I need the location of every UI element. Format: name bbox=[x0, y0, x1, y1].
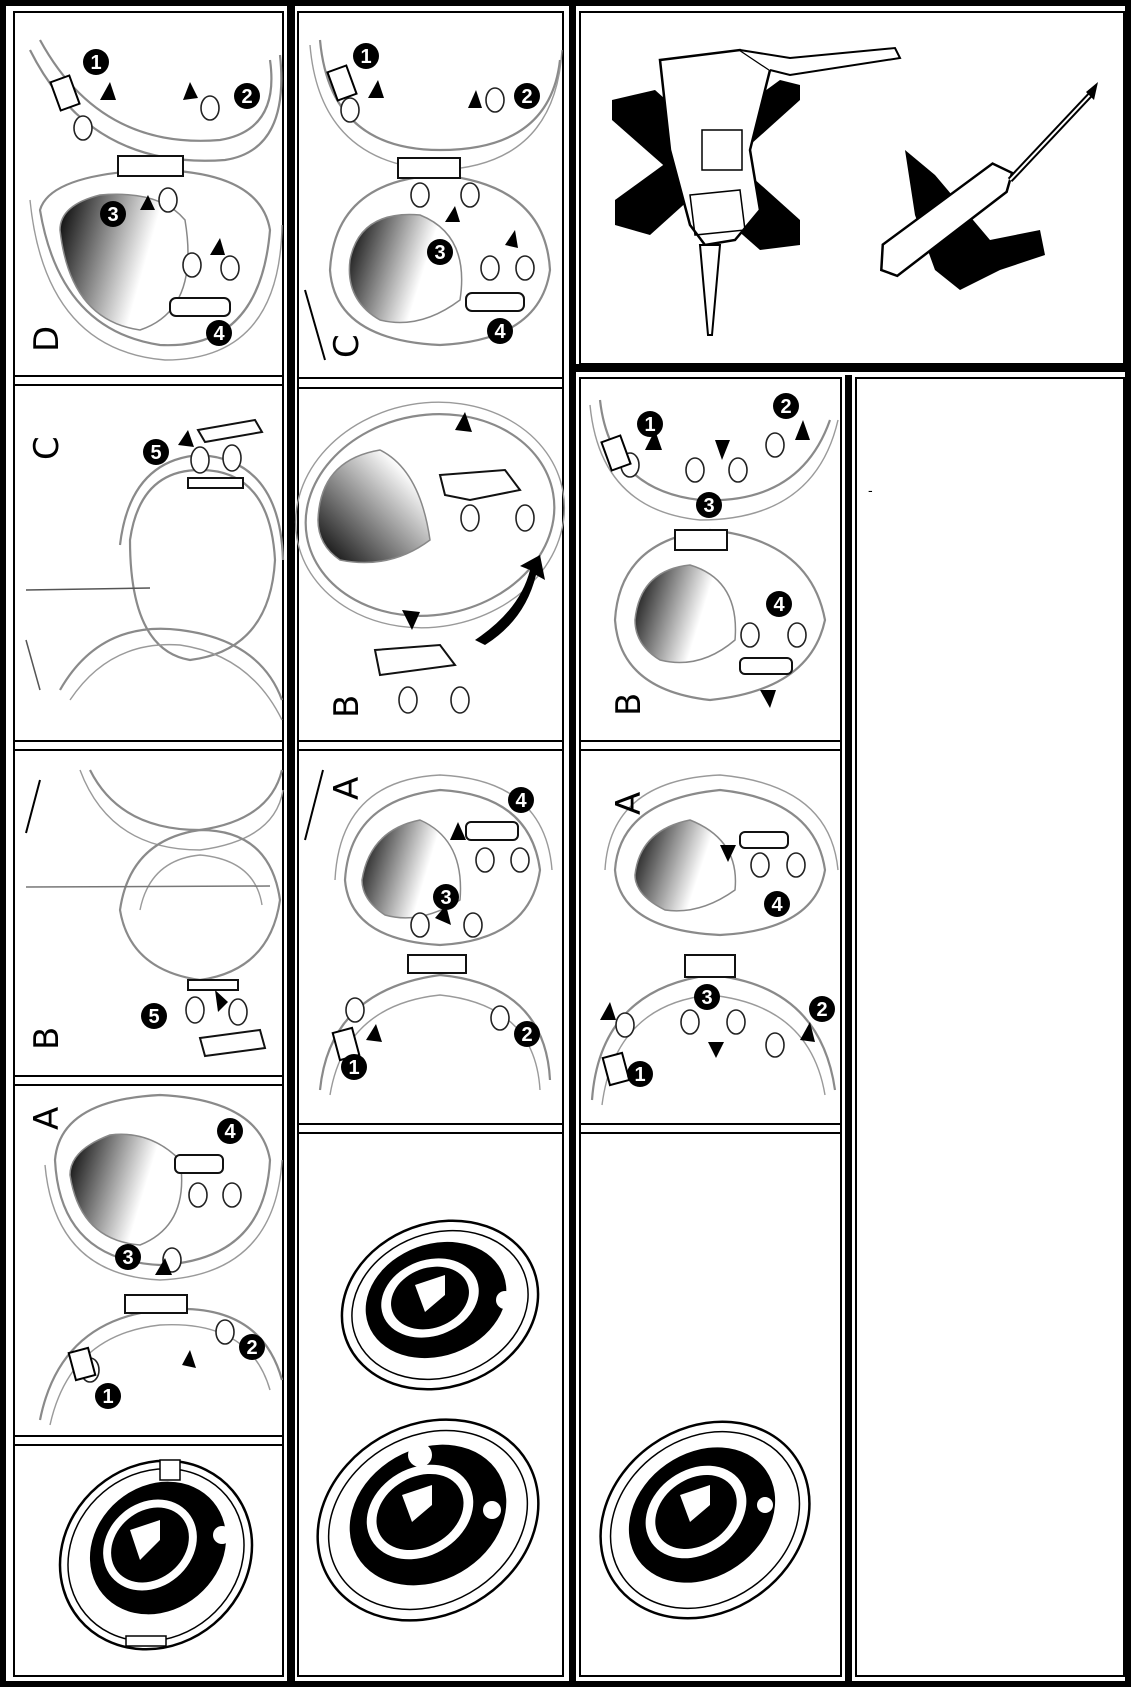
screwdriver-icon bbox=[869, 82, 1098, 290]
panel-letter: B bbox=[609, 693, 649, 716]
step-badge: 4 bbox=[494, 321, 506, 343]
panel-a-col3 bbox=[592, 775, 838, 1105]
panel-letter: D bbox=[27, 326, 67, 352]
stray-mark: - bbox=[868, 482, 873, 498]
step-badge: 3 bbox=[440, 887, 451, 909]
panel-a-col2 bbox=[305, 770, 552, 1095]
step-badge: 2 bbox=[241, 86, 252, 108]
step-badge: 4 bbox=[213, 323, 225, 345]
step-badge: 3 bbox=[703, 495, 714, 517]
step-badge: 1 bbox=[348, 1057, 359, 1079]
step-badge: 3 bbox=[434, 242, 445, 264]
panel-b-col1: 5 bbox=[26, 770, 283, 1056]
step-badge: 1 bbox=[644, 414, 655, 436]
step-badge: 1 bbox=[360, 46, 371, 68]
panel-b-col3 bbox=[590, 400, 838, 708]
panel-letter: B bbox=[27, 1027, 67, 1050]
step-badge: 1 bbox=[634, 1064, 645, 1086]
step-badge: 5 bbox=[148, 1006, 159, 1028]
step-badge: 5 bbox=[150, 442, 161, 464]
panel-letter: A bbox=[27, 1107, 67, 1130]
panel-letter: C bbox=[327, 334, 367, 358]
step-badge: 4 bbox=[773, 594, 785, 616]
step-badge: 3 bbox=[107, 204, 118, 226]
panel-b-col2 bbox=[278, 381, 583, 713]
panel-letter: A bbox=[327, 777, 367, 800]
step-badge: 3 bbox=[122, 1247, 133, 1269]
drill-icon bbox=[612, 48, 900, 335]
step-badge: 4 bbox=[224, 1121, 236, 1143]
panel-letter: A bbox=[609, 792, 649, 815]
step-badge: 2 bbox=[816, 999, 827, 1021]
step-badge: 1 bbox=[90, 52, 101, 74]
step-badge: 1 bbox=[102, 1386, 113, 1408]
finished-fixture-col2-bottom bbox=[281, 1380, 575, 1660]
panel-a-col1 bbox=[40, 1095, 282, 1425]
panel-letter: B bbox=[327, 695, 367, 718]
panel-c-col1: 5 bbox=[26, 420, 283, 720]
step-badge: 2 bbox=[521, 1024, 532, 1046]
step-badge: 4 bbox=[771, 894, 783, 916]
finished-fixture-col2-top bbox=[318, 1194, 562, 1417]
step-badge: 2 bbox=[246, 1337, 257, 1359]
finished-fixture-col3 bbox=[562, 1382, 848, 1659]
finished-fixture-col1 bbox=[22, 1422, 291, 1687]
panel-letter: C bbox=[27, 436, 67, 460]
step-badge: 4 bbox=[515, 790, 527, 812]
step-badge: 2 bbox=[521, 86, 532, 108]
step-badge: 2 bbox=[780, 396, 791, 418]
step-badge: 3 bbox=[701, 987, 712, 1009]
